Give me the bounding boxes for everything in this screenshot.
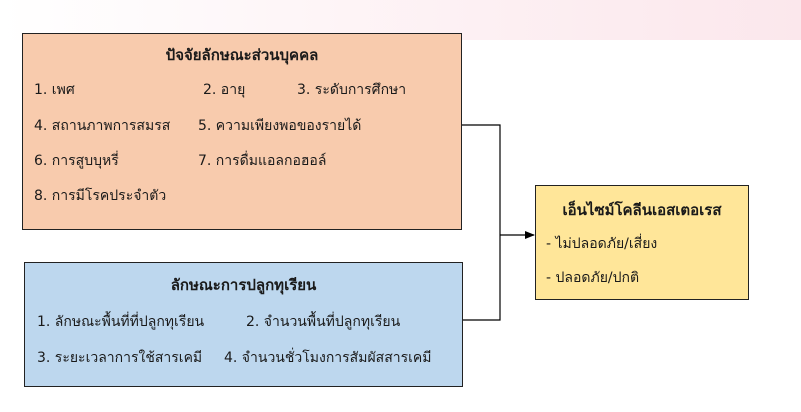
personal-item-smoking: 6. การสูบบุหรี่ <box>34 153 119 169</box>
enzyme-item-safe: - ปลอดภัย/ปกติ <box>546 270 640 286</box>
personal-item-chronic-disease: 8. การมีโรคประจำตัว <box>34 188 167 204</box>
personal-item-gender: 1. เพศ <box>34 82 75 98</box>
connector-cultivation <box>463 235 501 321</box>
connector-personal <box>462 124 501 235</box>
enzyme-title: เอ็นไซม์โคลีนเอสเตอเรส <box>562 201 722 219</box>
personal-item-education: 3. ระดับการศึกษา <box>297 82 407 98</box>
personal-factors-title: ปัจจัยลักษณะส่วนบุคคล <box>165 46 319 64</box>
cultivation-item-area-type: 1. ลักษณะพื้นที่ที่ปลูกทุเรียน <box>37 314 205 330</box>
enzyme-box: เอ็นไซม์โคลีนเอสเตอเรส - ไม่ปลอดภัย/เสี่… <box>535 185 749 300</box>
cultivation-item-chemical-duration: 3. ระยะเวลาการใช้สารเคมี <box>37 350 203 366</box>
cultivation-item-area-size: 2. จำนวนพื้นที่ปลูกทุเรียน <box>246 314 401 330</box>
enzyme-item-unsafe: - ไม่ปลอดภัย/เสี่ยง <box>546 236 658 252</box>
personal-item-marital-status: 4. สถานภาพการสมรส <box>34 118 171 134</box>
personal-item-alcohol: 7. การดื่มแอลกอฮอล์ <box>198 153 327 169</box>
personal-factors-box: ปัจจัยลักษณะส่วนบุคคล 1. เพศ 2. อายุ 3. … <box>22 33 462 230</box>
cultivation-title: ลักษณะการปลูกทุเรียน <box>170 276 317 294</box>
cultivation-item-exposure-hours: 4. จำนวนชั่วโมงการสัมผัสสารเคมี <box>224 350 432 366</box>
cultivation-box: ลักษณะการปลูกทุเรียน 1. ลักษณะพื้นที่ที่… <box>24 262 463 387</box>
personal-item-age: 2. อายุ <box>203 82 246 98</box>
personal-item-income-sufficiency: 5. ความเพียงพอของรายได้ <box>198 118 362 134</box>
